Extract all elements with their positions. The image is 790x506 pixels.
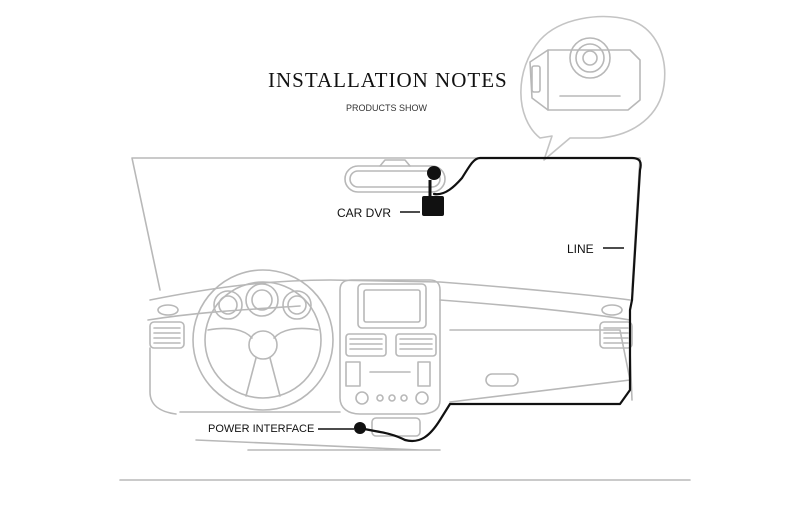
power-interface-plug: [354, 422, 366, 434]
car-dvr-product-icon: [529, 37, 641, 111]
glovebox: [449, 329, 631, 403]
rearview-mirror: [344, 159, 446, 193]
right-vent: [599, 304, 633, 349]
page-subtitle: PRODUCTS SHOW: [346, 103, 427, 113]
car-dvr-label: CAR DVR: [337, 206, 392, 220]
page-title: INSTALLATION NOTES: [268, 68, 508, 92]
power-interface-label: POWER INTERFACE: [208, 423, 315, 435]
line-label: LINE: [567, 242, 594, 256]
center-console: [339, 279, 441, 437]
car-dvr-device: [422, 166, 444, 216]
left-vent: [149, 304, 185, 349]
dashboard-top: [149, 279, 631, 301]
steering-wheel: [192, 269, 334, 411]
dvr-cable-route: [358, 156, 642, 443]
windshield-frame: [131, 157, 641, 291]
product-bubble: [520, 15, 666, 161]
label-leaders: [318, 211, 624, 430]
